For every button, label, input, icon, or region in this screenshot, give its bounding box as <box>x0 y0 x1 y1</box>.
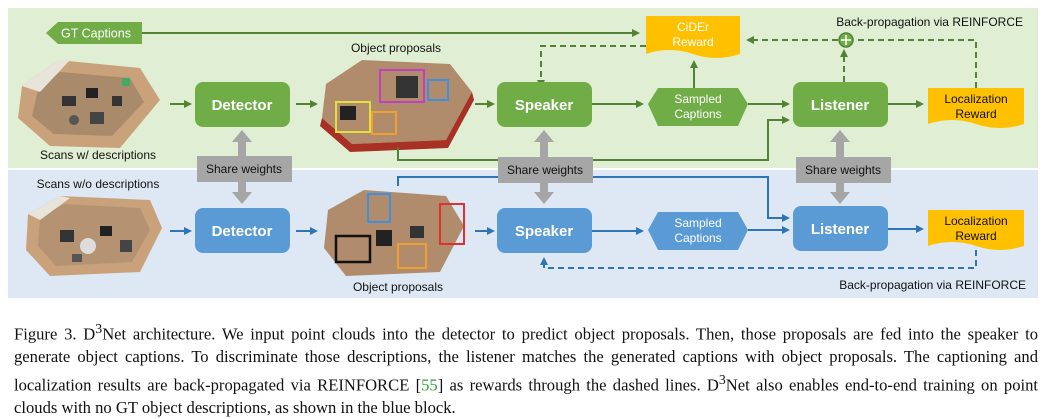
figure-caption: Figure 3. D3Net architecture. We input p… <box>14 318 1038 419</box>
caption-sup-1: 3 <box>95 321 103 336</box>
architecture-diagram: GT Captions CiDEr Reward Back-propagatio… <box>8 8 1038 298</box>
speaker-box-top[interactable] <box>497 82 592 127</box>
gt-captions-tag <box>46 22 142 44</box>
localization-reward-top <box>928 88 1024 128</box>
object-proposals-bottom-label: Object proposals <box>353 280 443 294</box>
citation-link[interactable]: 55 <box>421 375 438 395</box>
backprop-bottom-label: Back-propagation via REINFORCE <box>839 278 1026 292</box>
sampled-captions-bottom <box>648 212 748 250</box>
object-proposals-top-label: Object proposals <box>351 41 441 55</box>
detector-label-top: Detector <box>212 97 273 114</box>
speaker-label-top: Speaker <box>515 97 574 114</box>
scan-with-descriptions <box>18 60 160 148</box>
loc-top-1: Localization <box>944 92 1007 106</box>
loc-top-2: Reward <box>955 107 996 121</box>
caption-prefix: Figure 3. D <box>14 324 96 344</box>
listener-box-top[interactable] <box>793 82 888 127</box>
object-proposals-top <box>320 60 474 152</box>
speaker-label-bottom: Speaker <box>515 223 574 240</box>
sampled-top-1: Sampled <box>674 92 721 106</box>
cider-reward-box <box>646 16 740 58</box>
caption-part-2: ] as rewards through the dashed lines. D <box>437 375 719 395</box>
backprop-top-label: Back-propagation via REINFORCE <box>836 15 1023 29</box>
detector-label-bottom: Detector <box>212 223 273 240</box>
object-proposals-bottom <box>324 190 465 276</box>
share-weights-label-3: Share weights <box>805 163 881 177</box>
share-weights-1 <box>197 156 292 182</box>
cider-label-1: CiDEr <box>677 20 709 34</box>
listener-label-top: Listener <box>811 97 870 114</box>
listener-box-bottom[interactable] <box>793 206 888 251</box>
loc-bottom-1: Localization <box>944 214 1007 228</box>
sampled-bottom-2: Captions <box>674 231 721 245</box>
detector-box-bottom[interactable] <box>195 208 290 253</box>
detector-box-top[interactable] <box>195 82 290 127</box>
caption-sup-2: 3 <box>718 371 726 387</box>
sampled-captions-top <box>648 88 748 126</box>
share-weights-2 <box>498 157 593 183</box>
share-weights-label-2: Share weights <box>507 163 583 177</box>
sampled-bottom-1: Sampled <box>674 216 721 230</box>
scan-without-descriptions <box>26 196 162 276</box>
caption-part-1: Net architecture. We input point clouds … <box>14 324 1038 395</box>
scans-with-label: Scans w/ descriptions <box>40 148 156 162</box>
share-weights-3 <box>796 157 891 183</box>
cider-label-2: Reward <box>672 35 713 49</box>
listener-label-bottom: Listener <box>811 221 870 238</box>
gt-captions-label: GT Captions <box>61 27 131 41</box>
localization-reward-bottom <box>928 210 1024 250</box>
speaker-box-bottom[interactable] <box>497 208 592 253</box>
share-weights-label-1: Share weights <box>206 162 282 176</box>
loc-bottom-2: Reward <box>955 229 996 243</box>
scans-without-label: Scans w/o descriptions <box>37 177 160 191</box>
sampled-top-2: Captions <box>674 107 721 121</box>
